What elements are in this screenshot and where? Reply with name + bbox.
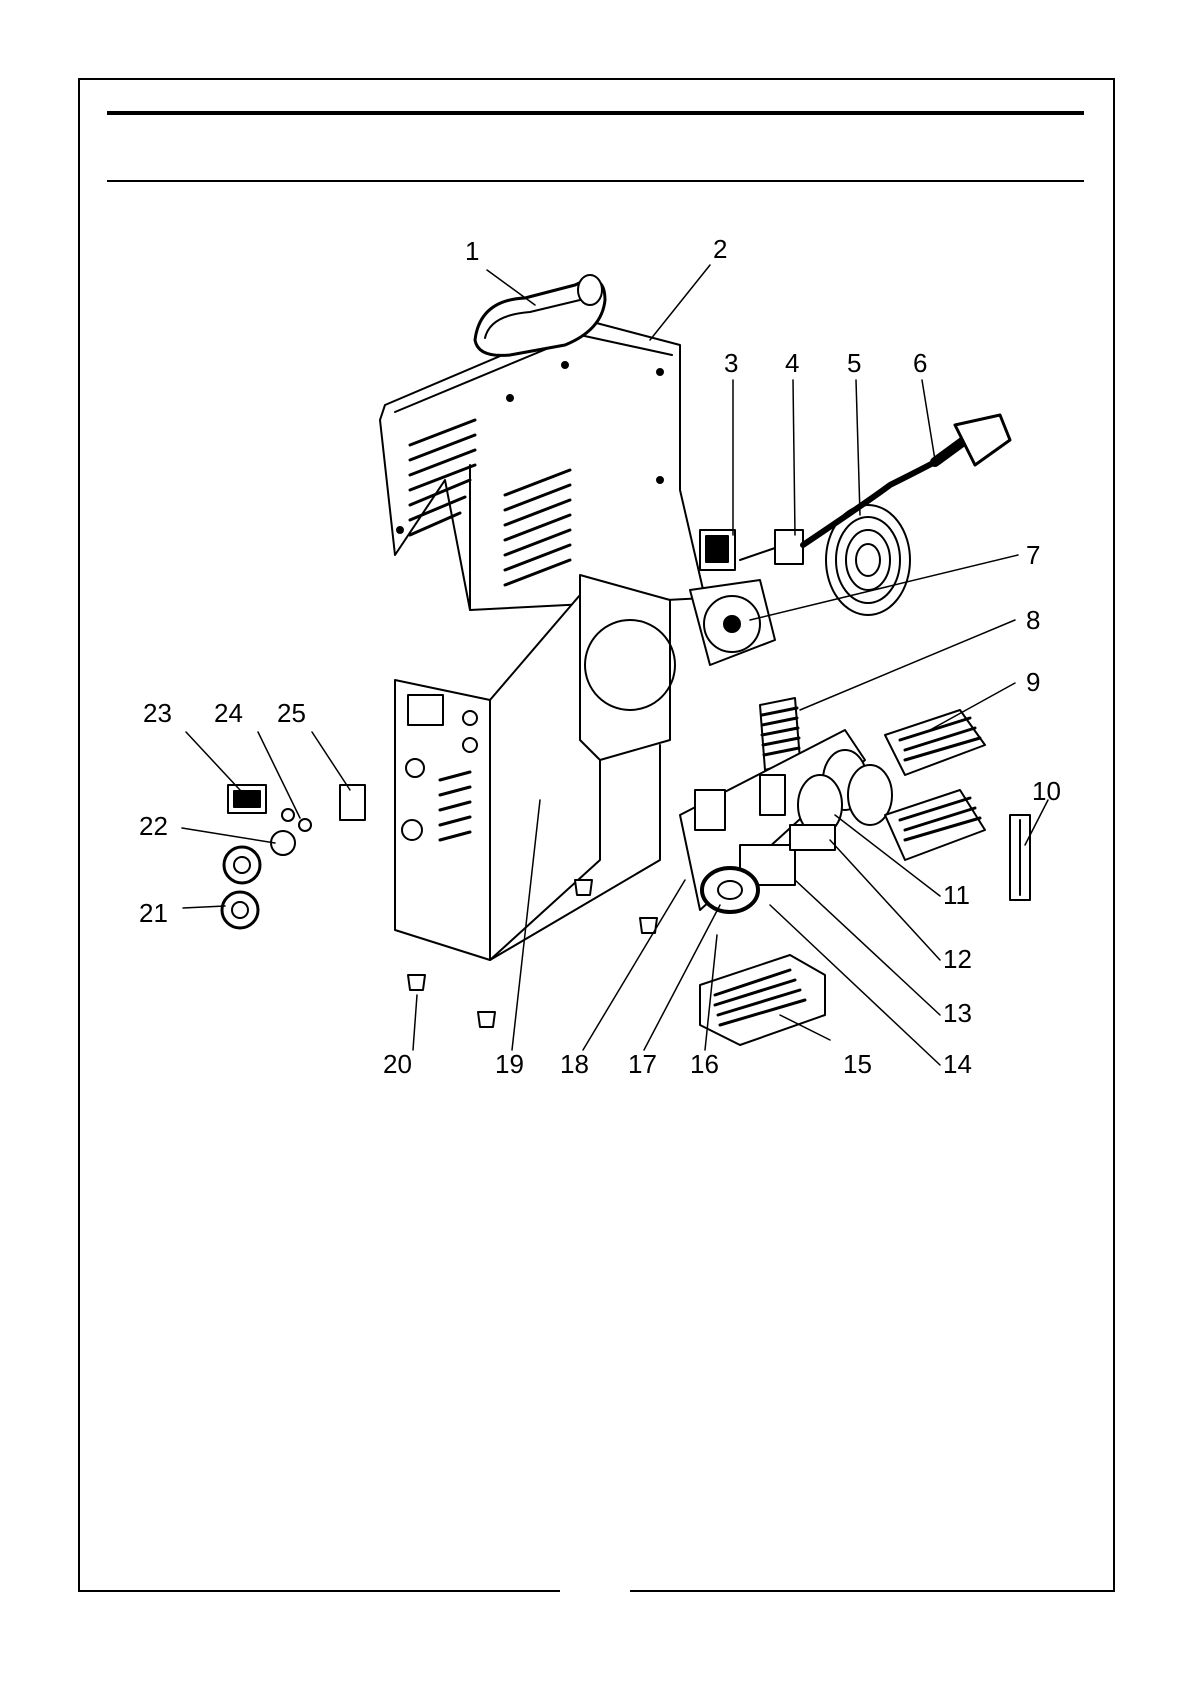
part-label-21: 21	[139, 898, 168, 928]
part-label-20: 20	[383, 1049, 412, 1079]
part-label-18: 18	[560, 1049, 589, 1079]
part-label-9: 9	[1026, 667, 1040, 697]
part-label-6: 6	[913, 348, 927, 378]
part-label-22: 22	[139, 811, 168, 841]
part-label-12: 12	[943, 944, 972, 974]
switch-illustration	[700, 530, 735, 570]
part-label-19: 19	[495, 1049, 524, 1079]
part-label-4: 4	[785, 348, 799, 378]
fan-illustration	[690, 580, 775, 665]
toroid-illustration	[702, 868, 758, 912]
part-label-13: 13	[943, 998, 972, 1028]
part-label-7: 7	[1026, 540, 1040, 570]
part-label-5: 5	[847, 348, 861, 378]
part-label-3: 3	[724, 348, 738, 378]
part-label-10: 10	[1032, 776, 1061, 806]
part-label-25: 25	[277, 698, 306, 728]
part-label-11: 11	[943, 880, 970, 910]
part-label-23: 23	[143, 698, 172, 728]
part-label-14: 14	[943, 1049, 972, 1079]
part-label-8: 8	[1026, 605, 1040, 635]
part-label-2: 2	[713, 234, 727, 264]
bracket-illustration	[1010, 815, 1030, 900]
bottom-heatsink-illustration	[700, 955, 825, 1045]
part-label-17: 17	[628, 1049, 657, 1079]
part-label-16: 16	[690, 1049, 719, 1079]
part-label-15: 15	[843, 1049, 872, 1079]
chassis-illustration	[395, 575, 675, 960]
part-label-1: 1	[465, 236, 479, 266]
part-label-24: 24	[214, 698, 243, 728]
front-panel-parts-illustration	[222, 785, 365, 928]
top-cover-illustration	[380, 320, 705, 610]
large-heatsinks-illustration	[885, 710, 985, 860]
cable-and-plug-illustration	[740, 415, 1010, 564]
